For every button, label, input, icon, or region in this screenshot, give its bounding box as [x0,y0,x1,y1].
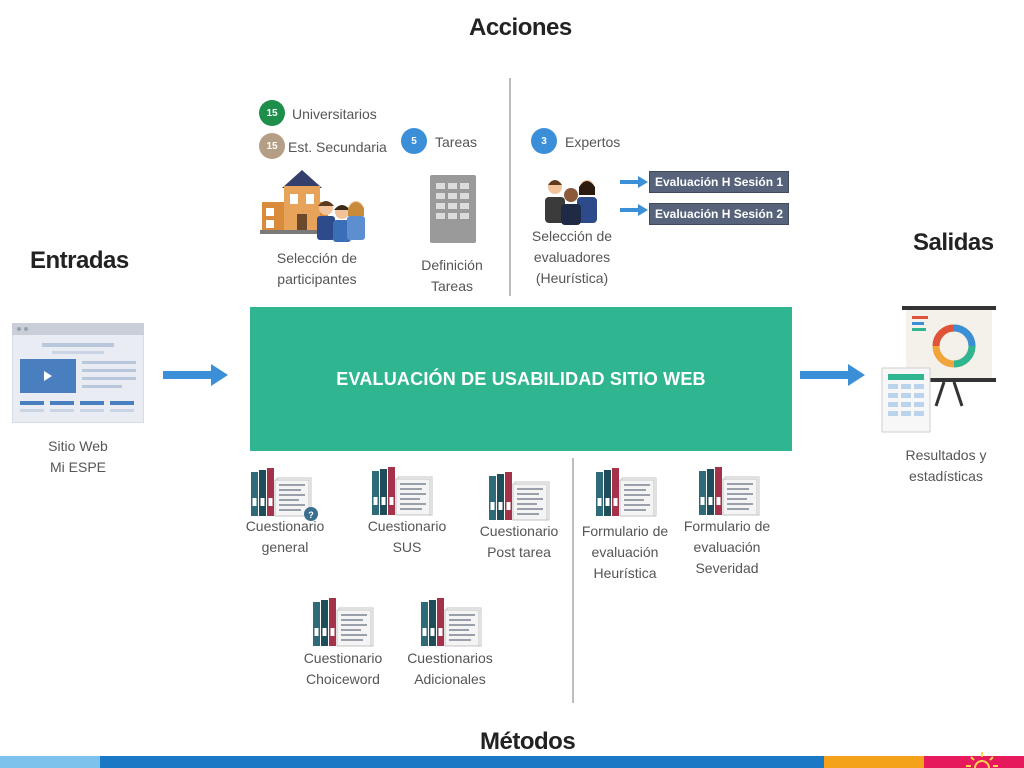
binder-icon-cuestionario-choiceword [313,598,374,647]
binder-icon-cuestionario-post-tarea [489,472,550,521]
website-icon [12,323,144,423]
svg-text:?: ? [308,510,314,520]
binder-icon-cuestionario-sus [372,467,433,516]
arrow-output [800,364,865,386]
footer-stripe-blue [100,756,824,768]
divider-acciones [509,78,511,296]
caption-method-4: Formulario de evaluación Heurística [581,523,669,581]
session-1-box: Evaluación H Sesión 1 [649,171,790,193]
label-universitarios: Universitarios [292,106,377,122]
arrow-session-2 [620,204,648,216]
footer-stripe-orange [824,756,924,768]
badge-universitarios: 15 [259,100,285,126]
caption-method-1: Cuestionario general [245,518,325,555]
center-process-title: EVALUACIÓN DE USABILIDAD SITIO WEB [336,368,706,389]
experts-icon [545,180,597,225]
caption-tareas: Definición Tareas [421,257,483,294]
arrow-input [163,364,228,386]
badge-secundaria: 15 [259,133,285,159]
caption-method-3: Cuestionario Post tarea [479,523,559,560]
sun-logo-icon [966,752,998,768]
center-process-box: EVALUACIÓN DE USABILIDAD SITIO WEB [250,307,792,451]
divider-metodos [572,458,574,703]
caption-participantes: Selección de participantes [276,250,358,287]
badge-expertos: 3 [531,128,557,154]
footer-stripe-pink [924,756,1024,768]
heading-salidas: Salidas [913,229,994,256]
caption-method-2: Cuestionario SUS [367,518,447,555]
caption-method-5: Formulario de evaluación Severidad [683,518,771,576]
binder-icon-cuestionario-general: ? [251,468,318,521]
binder-icon-formulario-heuristica [596,468,657,517]
caption-method-7: Cuestionarios Adicionales [407,650,493,687]
label-secundaria: Est. Secundaria [288,139,387,155]
label-expertos: Expertos [565,134,621,150]
footer-stripe-light-blue [0,756,100,768]
results-presentation-icon [881,306,996,433]
arrow-session-1 [620,176,648,188]
heading-metodos: Métodos [480,728,576,755]
session-2-box: Evaluación H Sesión 2 [649,203,790,225]
task-list-icon [430,175,476,243]
caption-method-6: Cuestionario Choiceword [303,650,383,687]
heading-entradas: Entradas [30,247,129,274]
label-tareas: Tareas [435,134,478,150]
heading-acciones: Acciones [469,14,572,41]
school-students-icon [260,170,365,242]
caption-evaluadores: Selección de evaluadores (Heurística) [531,228,613,286]
badge-tareas: 5 [401,128,427,154]
binder-icon-cuestionarios-adicionales [421,598,482,647]
caption-resultados: Resultados y estadísticas [905,447,987,484]
caption-sitio-web: Sitio Web Mi ESPE [48,438,108,475]
binder-icon-formulario-severidad [699,467,760,516]
